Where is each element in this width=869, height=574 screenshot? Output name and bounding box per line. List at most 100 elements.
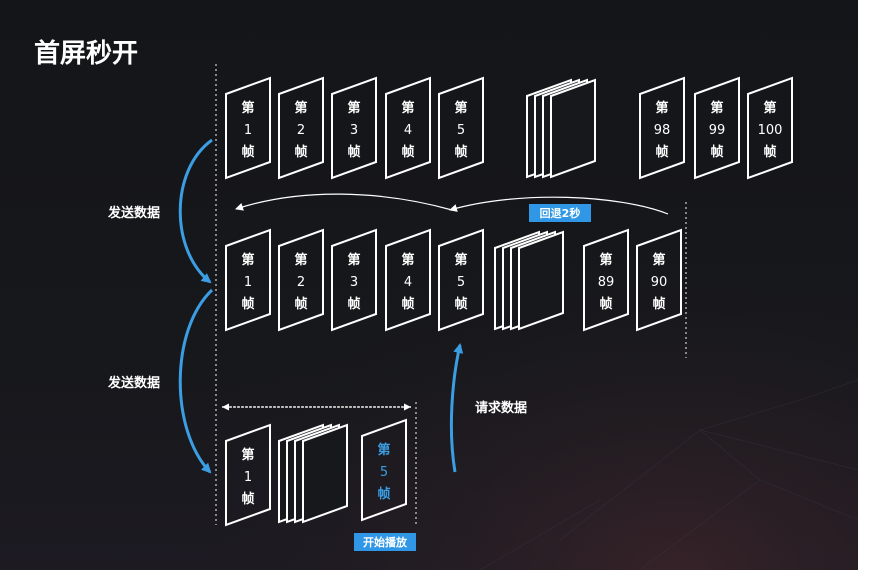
rollback-tag	[529, 204, 591, 222]
slide-title: 首屏秒开	[34, 38, 138, 69]
frame-middle-3-unit: 帧	[347, 296, 360, 312]
stacked-frame-middle-sheet	[518, 230, 564, 331]
frame-top-2-outline	[278, 76, 324, 180]
send-data-arrow-1	[178, 138, 213, 284]
frame-middle-5-outline	[438, 228, 484, 332]
stacked-frames-top	[526, 78, 596, 179]
frame-top-2: 第2帧	[278, 76, 324, 180]
frame-middle-1-word: 第	[241, 252, 254, 268]
request-data-label: 请求数据	[475, 400, 527, 416]
start-play-tag	[354, 533, 416, 551]
frame-middle-90-number: 90	[651, 275, 668, 290]
frame-top-99-number: 99	[709, 123, 726, 138]
frame-top-3: 第3帧	[331, 76, 377, 180]
frame-top-98-number: 98	[654, 123, 671, 138]
frame-top-1: 第1帧	[225, 76, 271, 180]
request-data-arrow	[449, 343, 464, 473]
frame-top-99-unit: 帧	[710, 144, 723, 160]
frame-middle-1-unit: 帧	[241, 296, 254, 312]
frame-top-98: 第 98 帧	[639, 76, 685, 180]
frame-top-100-number: 100	[758, 123, 783, 138]
rollback-arrow-left	[235, 193, 453, 211]
frame-middle-2: 第 2 帧	[278, 228, 324, 332]
frame-middle-2-word: 第	[294, 252, 307, 268]
frame-top-100-outline	[747, 76, 793, 180]
frame-top-1-number: 1	[244, 123, 252, 138]
frame-middle-2-outline	[278, 228, 324, 332]
frame-top-98-word: 第	[655, 100, 668, 116]
frame-bottom-1-unit: 帧	[241, 491, 254, 507]
send-data-label-2: 发送数据	[107, 375, 160, 391]
frame-top-98-outline	[639, 76, 685, 180]
frame-top-2-unit: 帧	[294, 144, 307, 160]
frame-middle-2-unit: 帧	[294, 296, 307, 312]
frame-middle-3-outline	[331, 228, 377, 332]
frame-bottom-1-number: 1	[244, 470, 252, 485]
frame-middle-4-outline	[385, 228, 431, 332]
frame-middle-4-word: 第	[401, 252, 414, 268]
frame-top-5: 第5帧	[438, 76, 484, 180]
frame-middle-1-outline	[225, 228, 271, 332]
frame-middle-5-unit: 帧	[454, 296, 467, 312]
frame-top-3-number: 3	[350, 123, 358, 138]
frame-top-4: 第 4 帧	[385, 76, 431, 180]
frame-bottom-1: 第 1 帧	[225, 423, 271, 527]
frame-middle-4: 第 4 帧	[385, 228, 431, 332]
frame-top-98-unit: 帧	[655, 144, 668, 160]
start-play-tag-label: 开始播放	[363, 535, 408, 549]
frame-middle-4-unit: 帧	[401, 296, 414, 312]
frame-top-3-word: 第	[347, 100, 360, 116]
send-data-label-1: 发送数据	[107, 205, 160, 221]
frame-top-99: 第 99 帧	[694, 76, 740, 180]
frame-bottom-5-unit: 帧	[377, 486, 390, 502]
frame-top-4-word: 第	[401, 100, 414, 116]
right-edge-strip	[858, 0, 869, 570]
frame-bottom-5-number: 5	[380, 465, 388, 480]
frame-middle-3-word: 第	[347, 252, 360, 268]
background-network-lines	[479, 379, 859, 571]
frame-middle-5: 第 5 帧	[438, 228, 484, 332]
frame-middle-5-number: 5	[457, 275, 465, 290]
frame-middle-89-outline	[583, 228, 629, 332]
rollback-arrow-right	[449, 196, 669, 215]
frame-top-5-outline	[438, 76, 484, 180]
stacked-frame-top-sheet	[550, 78, 596, 179]
frame-middle-89-unit: 帧	[599, 296, 612, 312]
frame-top-4-unit: 帧	[401, 144, 414, 160]
stacked-frames-middle	[494, 230, 564, 331]
frame-middle-2-number: 2	[297, 275, 305, 290]
frame-middle-3: 第 3 帧	[331, 228, 377, 332]
frame-bottom-1-word: 第	[241, 447, 254, 463]
frame-middle-3-number: 3	[350, 275, 358, 290]
frame-middle-5-word: 第	[454, 252, 467, 268]
frame-middle-4-number: 4	[404, 275, 412, 290]
frame-top-1-outline	[225, 76, 271, 180]
frame-middle-89-number: 89	[598, 275, 615, 290]
frame-middle-90-outline	[636, 228, 682, 332]
frame-middle-1: 第 1 帧	[225, 228, 271, 332]
frame-bottom-5: 第5帧	[361, 418, 407, 522]
frame-top-2-word: 第	[294, 100, 307, 116]
frame-top-4-outline	[385, 76, 431, 180]
frame-top-5-number: 5	[457, 123, 465, 138]
frame-middle-89-word: 第	[599, 252, 612, 268]
frame-top-99-outline	[694, 76, 740, 180]
frame-top-99-word: 第	[710, 100, 723, 116]
frame-middle-90-unit: 帧	[652, 296, 665, 312]
frame-row-bottom: 第 1 帧第 5 帧	[225, 418, 407, 527]
frame-top-100-unit: 帧	[763, 144, 776, 160]
frame-top-4-number: 4	[404, 123, 412, 138]
frame-bottom-5-outline	[361, 418, 407, 522]
rollback-tag-label: 回退2秒	[540, 206, 581, 220]
stacked-frames-bottom	[278, 423, 348, 524]
frame-middle-1-number: 1	[244, 275, 252, 290]
stacked-frame-bottom-sheet	[302, 423, 348, 524]
frame-top-3-outline	[331, 76, 377, 180]
